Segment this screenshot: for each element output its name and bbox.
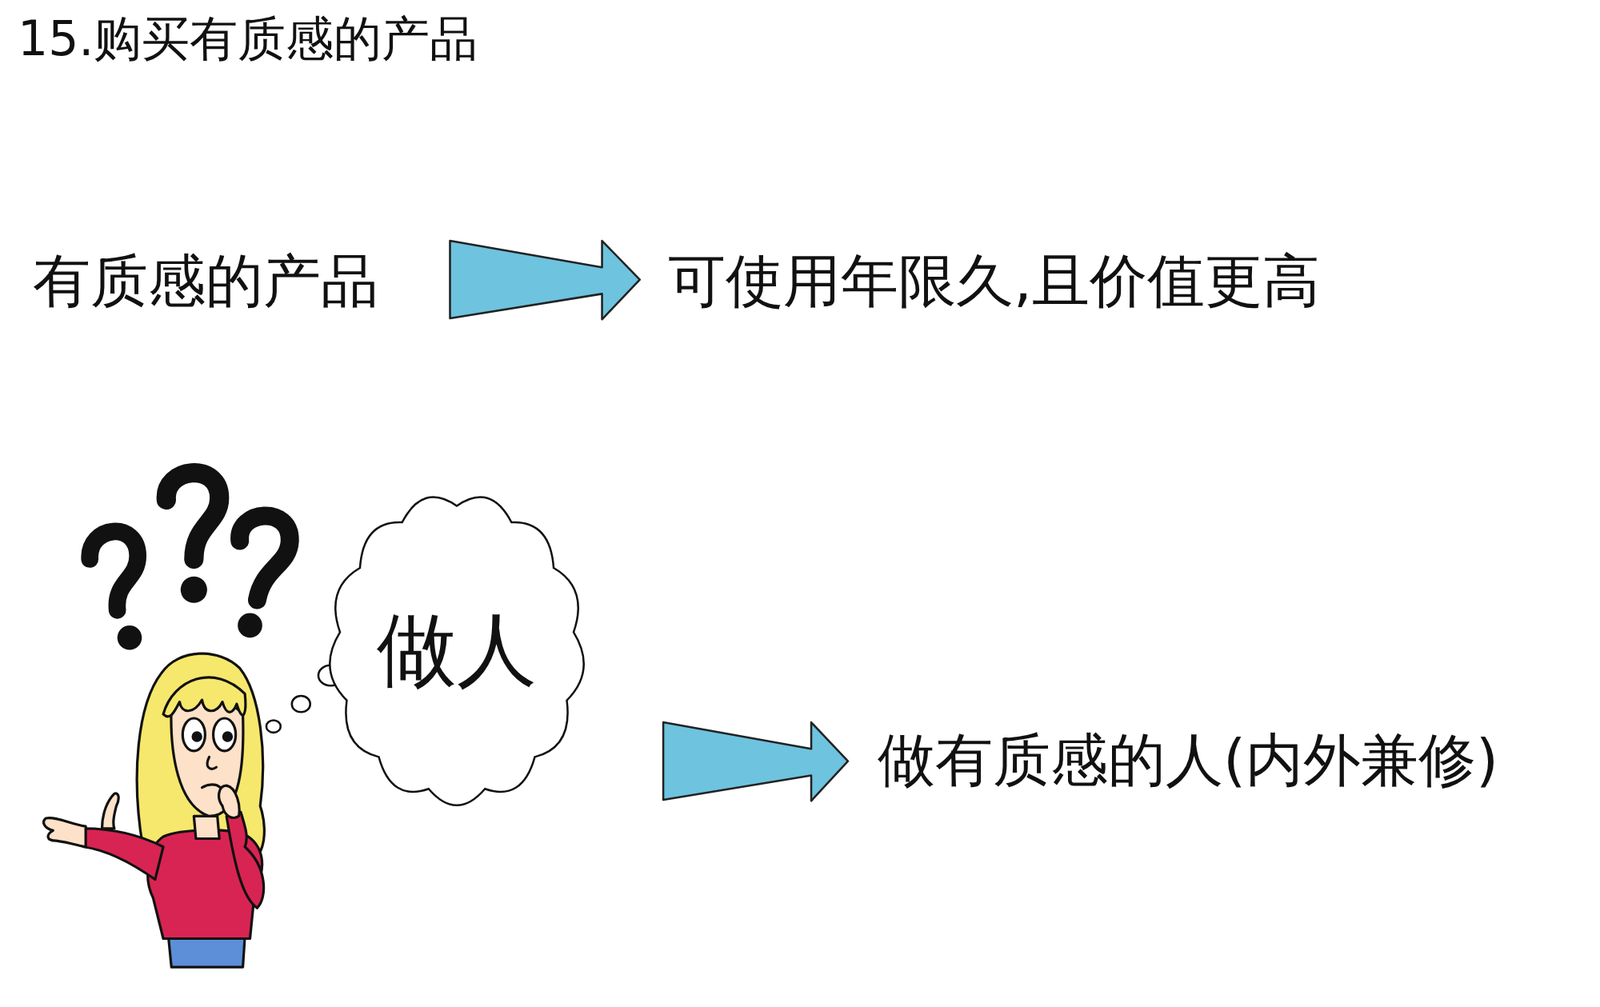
cloud-shape xyxy=(329,496,584,805)
question-dot xyxy=(117,625,143,651)
block-arrow xyxy=(663,722,848,801)
title: 15.购买有质感的产品 xyxy=(17,11,478,67)
block-arrow xyxy=(450,240,640,320)
label-text: 做有质感的人(内外兼修) xyxy=(877,727,1499,794)
question-dot xyxy=(180,576,208,604)
woman-figure xyxy=(44,653,265,968)
node-text: 做人 xyxy=(376,604,537,696)
question-marks xyxy=(89,472,290,611)
thought-cloud: 做人 xyxy=(320,486,594,813)
label-text: 有质感的产品 xyxy=(32,248,379,315)
label-text: 可使用年限久,且价值更高 xyxy=(668,248,1320,315)
thought-bubble xyxy=(266,720,281,733)
thought-bubble xyxy=(292,696,311,712)
question-dot xyxy=(237,613,263,639)
